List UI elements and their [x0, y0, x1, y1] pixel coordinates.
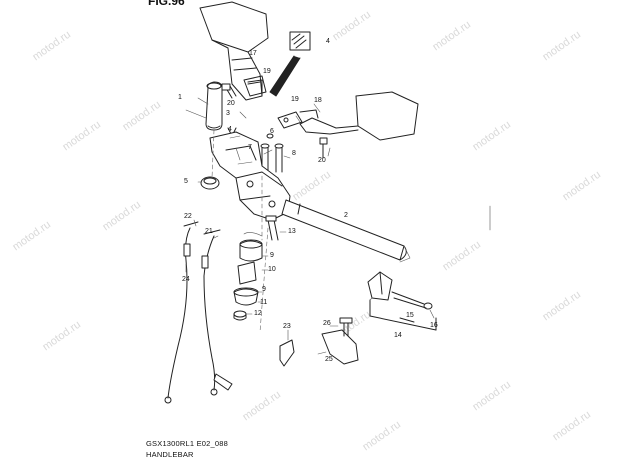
- callout-label: 19: [263, 68, 271, 75]
- right-mirror: [299, 91, 419, 141]
- callout-label: 22: [184, 213, 192, 220]
- assembly-guides: [185, 97, 491, 355]
- bolt: [265, 215, 279, 241]
- handlebar-holder-bolt: [260, 133, 284, 173]
- cable-guide-bracket: [321, 317, 359, 365]
- handlebar-damper-stack: [233, 239, 263, 321]
- bolt: [221, 83, 237, 99]
- callout-label: 2: [344, 212, 348, 219]
- callout-label: 18: [314, 97, 322, 104]
- rubber-cushion: [200, 176, 220, 190]
- throttle-cable: [164, 221, 233, 404]
- callout-label: 10: [268, 266, 276, 273]
- callout-label: 9: [262, 286, 266, 293]
- emblem: [269, 31, 311, 97]
- callout-label: 6: [270, 128, 274, 135]
- callout-label: 3: [226, 110, 230, 117]
- callout-label: 20: [318, 157, 326, 164]
- mirror-gasket: [277, 111, 303, 129]
- callout-label: 23: [283, 323, 291, 330]
- callout-label: 15: [406, 312, 414, 319]
- callout-label: 16: [430, 322, 438, 329]
- handlebar-grip: [205, 81, 223, 131]
- callout-label: 24: [182, 276, 190, 283]
- callout-label: 7: [248, 144, 252, 151]
- diagram-title: HANDLEBAR: [146, 450, 194, 459]
- callout-label: 20: [227, 100, 235, 107]
- callout-label: 4: [228, 126, 232, 133]
- figure-label: FIG.96: [148, 0, 185, 8]
- balancer-weight: [367, 271, 433, 310]
- callout-label: 25: [325, 356, 333, 363]
- callout-label: 8: [292, 150, 296, 157]
- left-mirror: [199, 1, 269, 101]
- callout-label: 11: [260, 299, 268, 306]
- callout-label: 5: [184, 178, 188, 185]
- callout-label: 26: [323, 320, 331, 327]
- callout-label: 4: [326, 38, 330, 45]
- bolt: [319, 137, 328, 159]
- callout-label: 17: [249, 50, 257, 57]
- callout-label: 14: [394, 332, 402, 339]
- model-code: GSX1300RL1 E02_088: [146, 439, 228, 448]
- mirror-gasket: [243, 75, 267, 97]
- callout-label: 9: [270, 252, 274, 259]
- center-lines: [211, 129, 269, 333]
- handlebar-holder: [209, 131, 291, 221]
- callout-label: 13: [288, 228, 296, 235]
- callout-label: 1: [178, 94, 182, 101]
- callout-label: 12: [254, 310, 262, 317]
- leader-bracket: [369, 299, 437, 331]
- cable-clamp: [279, 339, 295, 367]
- callout-label: 21: [205, 228, 213, 235]
- callout-label: 19: [291, 96, 299, 103]
